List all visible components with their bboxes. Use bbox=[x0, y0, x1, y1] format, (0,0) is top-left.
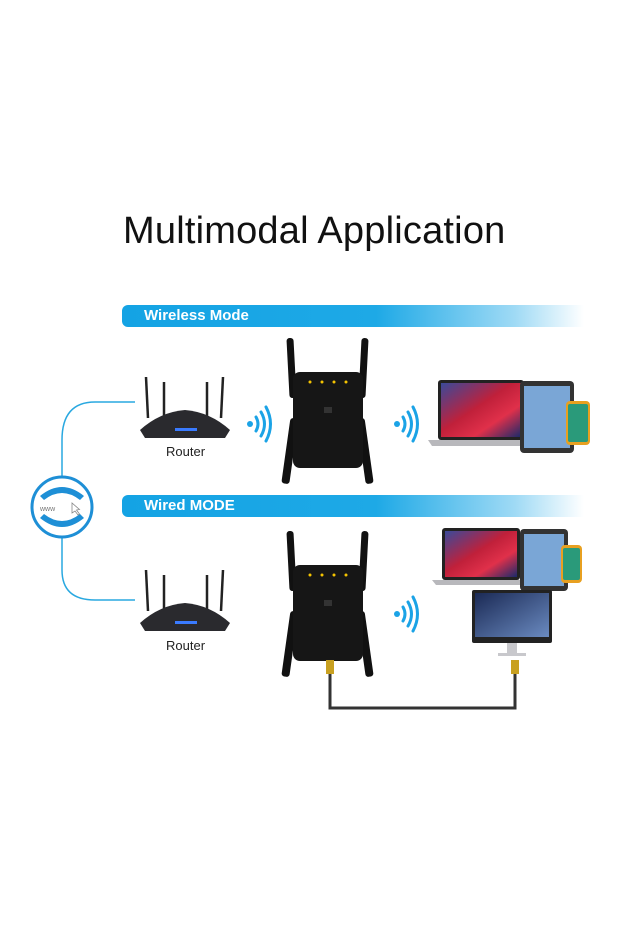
monitor-icon bbox=[472, 590, 552, 656]
wifi-signal-icon bbox=[394, 405, 419, 443]
phone-icon bbox=[566, 401, 590, 445]
tablet-icon bbox=[520, 529, 568, 591]
router-label-wired: Router bbox=[166, 638, 206, 653]
laptop-icon bbox=[428, 380, 534, 446]
phone-icon bbox=[561, 545, 582, 583]
laptop-icon bbox=[432, 528, 530, 585]
ethernet-cable-icon bbox=[326, 660, 519, 710]
range-extender-icon bbox=[281, 337, 374, 484]
wireless-mode-banner: Wireless Mode bbox=[122, 305, 584, 327]
wifi-signal-icon bbox=[394, 595, 419, 633]
page-title: Multimodal Application bbox=[123, 210, 506, 252]
router-icon bbox=[140, 569, 230, 631]
network-connection-line bbox=[61, 401, 135, 601]
router-icon bbox=[140, 376, 230, 438]
range-extender-icon bbox=[281, 530, 374, 677]
tablet-icon bbox=[520, 381, 574, 453]
globe-www-text: www bbox=[39, 506, 56, 513]
router-label-wireless: Router bbox=[166, 444, 206, 459]
globe-icon: www bbox=[30, 475, 94, 539]
wired-mode-banner: Wired MODE bbox=[122, 495, 584, 517]
wifi-signal-icon bbox=[247, 405, 272, 443]
